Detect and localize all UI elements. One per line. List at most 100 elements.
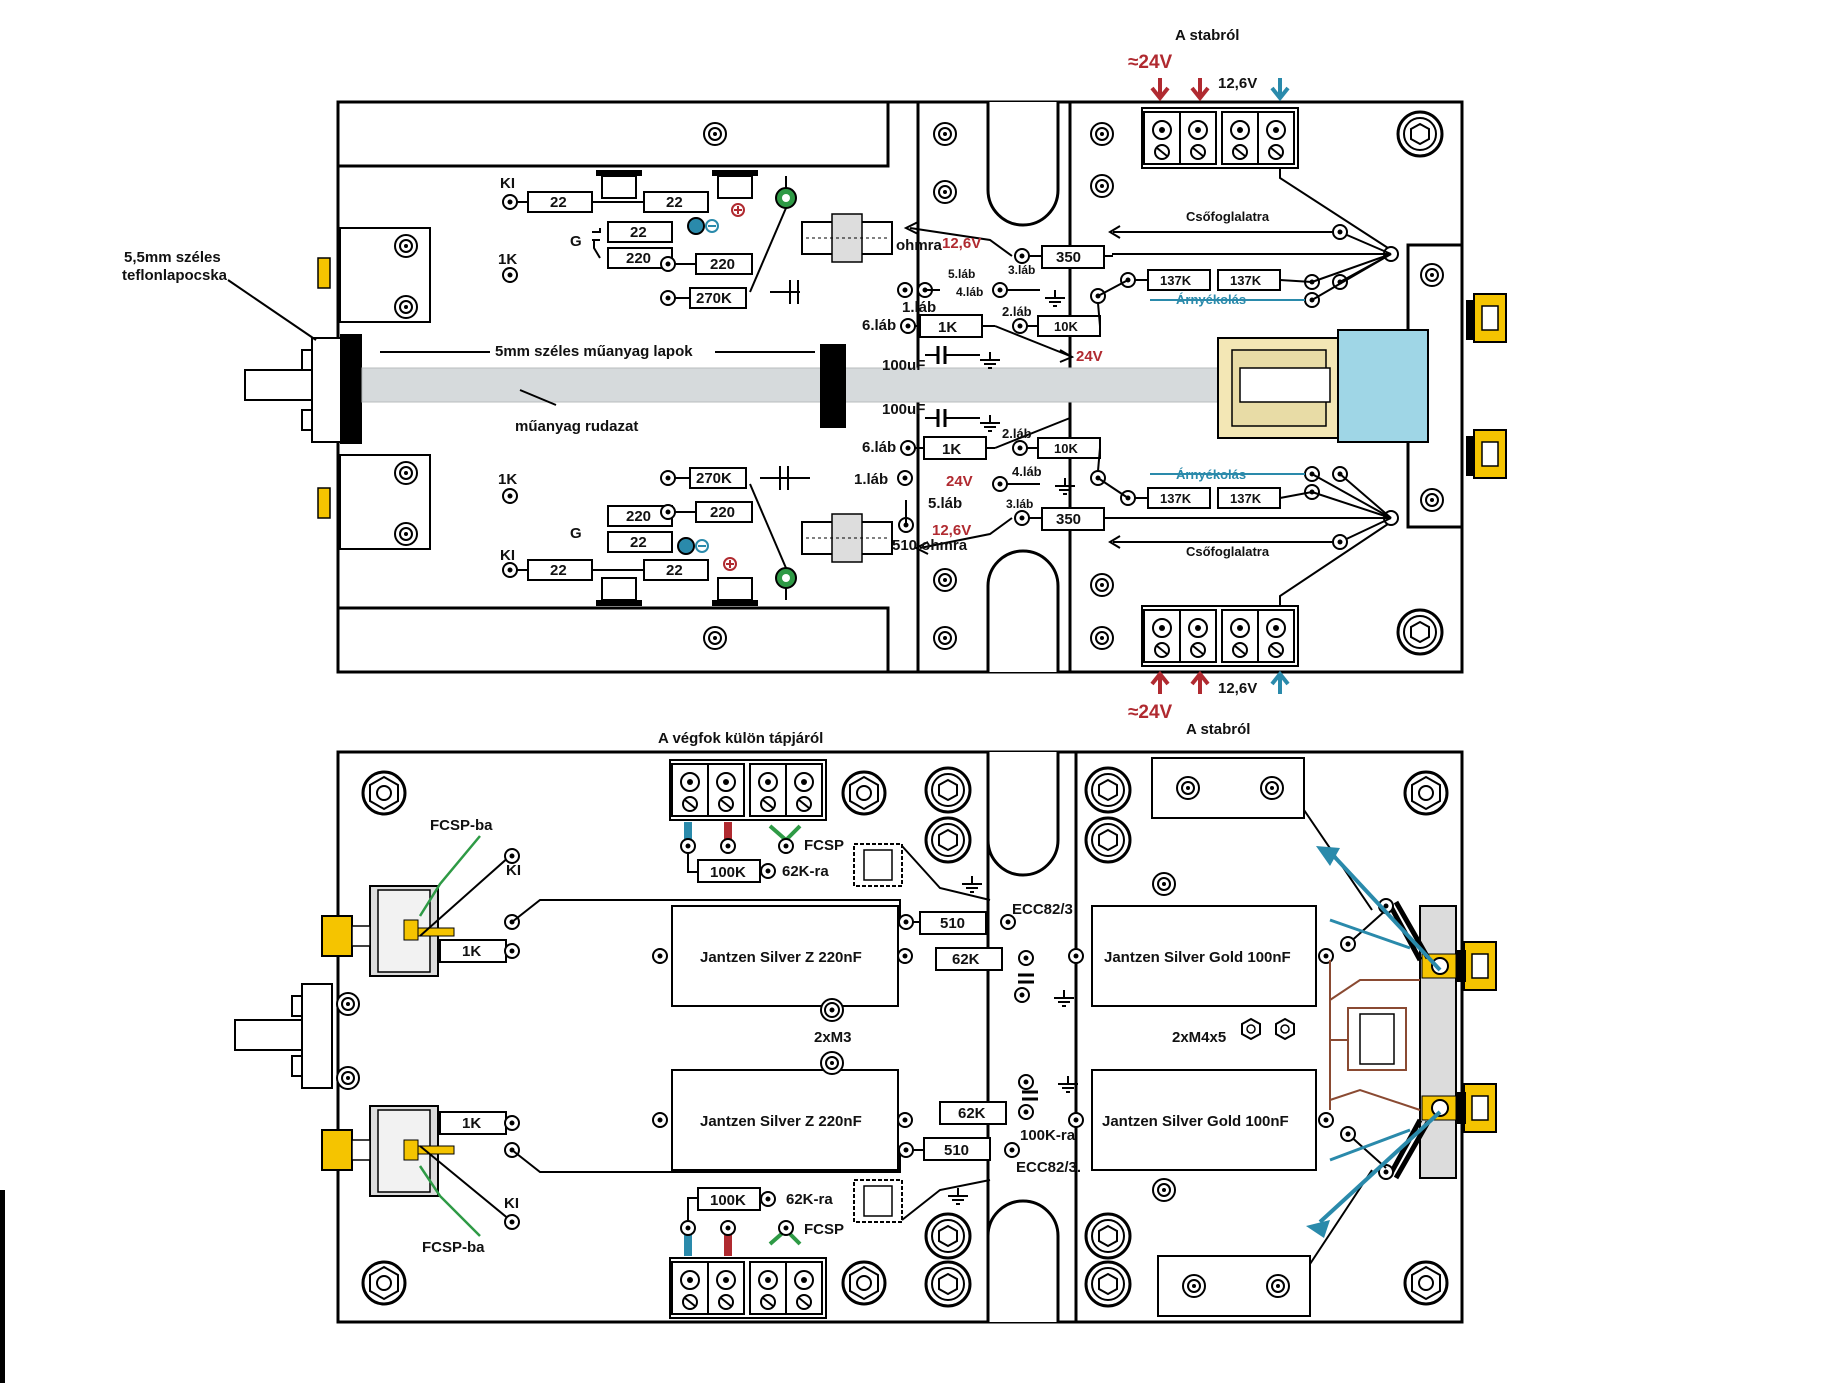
ecc82-top: ECC82/3	[1012, 901, 1073, 918]
lab3-top: 3.láb	[1008, 263, 1035, 277]
g-label-bottom: G	[570, 525, 582, 542]
cap-silver-gold-top: Jantzen Silver Gold 100nF	[1104, 949, 1291, 966]
v24-label-top: ≈24V	[1128, 52, 1173, 73]
resistor-137k-1: 137K	[1160, 273, 1192, 288]
resistor-220-a: 220	[626, 250, 651, 267]
v24-red-bottom: 24V	[946, 473, 973, 490]
resistor-62k-top: 62K	[952, 951, 980, 968]
teflon-label-line2: teflonlapocska	[122, 267, 228, 284]
bottom-terminal-strip-top	[669, 759, 827, 821]
csofoglalat-label-top: Csőfoglalatra	[1186, 209, 1270, 224]
ohm-label-bottom: 510 ohmra	[892, 537, 968, 554]
transistor-top-right	[712, 170, 758, 199]
resistor-1k-top: 1K	[938, 319, 957, 336]
cap-silver-z-top: Jantzen Silver Z 220nF	[700, 949, 862, 966]
top-board	[227, 78, 1507, 694]
fcsp-label-top: FCSP	[804, 837, 844, 854]
resistor-350-bottom: 350	[1056, 511, 1081, 528]
resistor-10k-bottom: 10K	[1054, 441, 1078, 456]
resistor-22-d: 22	[550, 562, 567, 579]
resistor-1k-b-bottom: 1K	[462, 1115, 481, 1132]
v126-red-bottom: 12,6V	[932, 522, 971, 539]
terminal-strip-top	[1141, 107, 1299, 169]
lab6-top: 6.láb	[862, 317, 896, 334]
lab4-bottom: 4.láb	[1012, 464, 1042, 479]
plastic-rods-label: műanyag rudazat	[515, 418, 638, 435]
terminal-strip-bottom	[1141, 605, 1299, 667]
cap-100uf-top: 100uF	[882, 357, 925, 374]
fcsp-label-bottom: FCSP	[804, 1221, 844, 1238]
ki-label-b-bottom: KI	[504, 1195, 519, 1212]
g-label-top: G	[570, 233, 582, 250]
arnyekolas-label-top: Árnyékolás	[1176, 292, 1246, 307]
fcsp-ba-bottom: FCSP-ba	[422, 1239, 485, 1256]
stab-label-top: A stabról	[1175, 27, 1239, 44]
cap-silver-z-bottom: Jantzen Silver Z 220nF	[700, 1113, 862, 1130]
resistor-1k-bottom: 1K	[942, 441, 961, 458]
resistor-10k-top: 10K	[1054, 319, 1078, 334]
tube-socket-top	[801, 213, 893, 263]
resistor-137k-2: 137K	[1230, 273, 1262, 288]
ki-label-b-top: KI	[506, 862, 521, 879]
lab2-top: 2.láb	[1002, 304, 1032, 319]
cap-silver-gold-bottom: Jantzen Silver Gold 100nF	[1102, 1113, 1289, 1130]
resistor-22-e: 22	[666, 562, 683, 579]
resistor-22-a: 22	[550, 194, 567, 211]
lab5-bottom: 5.láb	[928, 495, 962, 512]
resistor-1k-b-top: 1K	[462, 943, 481, 960]
resistor-510-bottom: 510	[944, 1142, 969, 1159]
cap-100uf-bottom: 100uF	[882, 401, 925, 418]
v126-label-bottom: 12,6V	[1218, 680, 1257, 697]
v24-label-bottom: ≈24V	[1128, 702, 1173, 723]
bottom-board	[0, 750, 1497, 1383]
teflon-label-line1: 5,5mm széles	[124, 249, 221, 266]
resistor-270k-bottom: 270K	[696, 470, 732, 487]
arnyekolas-label-bottom: Árnyékolás	[1176, 467, 1246, 482]
lab4-top: 4.láb	[956, 285, 983, 299]
lab1-bottom: 1.láb	[854, 471, 888, 488]
resistor-137k-4: 137K	[1230, 491, 1262, 506]
transistor-bottom-left	[596, 577, 642, 606]
resistor-22-b: 22	[666, 194, 683, 211]
v24-red-top: 24V	[1076, 348, 1103, 365]
resistor-100k-b-top: 100K	[710, 864, 746, 881]
plastic-plates-label: 5mm széles műanyag lapok	[495, 343, 693, 360]
lab3-bottom: 3.láb	[1006, 497, 1033, 511]
1k-label-bottom: 1K	[498, 471, 517, 488]
m4-screws-label: 2xM4x5	[1172, 1029, 1226, 1046]
ecc82-bottom: ECC82/3.	[1016, 1159, 1081, 1176]
lab1-top: 1.láb	[902, 299, 936, 316]
lab5-top: 5.láb	[948, 267, 975, 281]
to-62k-top: 62K-ra	[782, 863, 829, 880]
v126-red-top: 12,6V	[942, 235, 981, 252]
tube-socket-bottom	[801, 513, 893, 563]
csofoglalat-label-bottom: Csőfoglalatra	[1186, 544, 1270, 559]
resistor-22-c: 22	[630, 224, 647, 241]
to-62k-bottom: 62K-ra	[786, 1191, 833, 1208]
ki-label-top: KI	[500, 175, 515, 192]
resistor-22-f: 22	[630, 534, 647, 551]
supply-label: A végfok külön tápjáról	[658, 730, 823, 747]
resistor-270k-top: 270K	[696, 290, 732, 307]
resistor-220-b: 220	[710, 256, 735, 273]
bottom-terminal-strip-bottom	[669, 1257, 827, 1319]
ki-label-bottom: KI	[500, 547, 515, 564]
transistor-bottom-right	[712, 577, 758, 606]
to-100k-label: 100K-ra	[1020, 1127, 1076, 1144]
fcsp-ba-top: FCSP-ba	[430, 817, 493, 834]
lab6-bottom: 6.láb	[862, 439, 896, 456]
resistor-510-top: 510	[940, 915, 965, 932]
resistor-220-c: 220	[626, 508, 651, 525]
1k-label-top: 1K	[498, 251, 517, 268]
ohm-label-top: ohmra	[896, 237, 943, 254]
stab-label-bottom: A stabról	[1186, 721, 1250, 738]
transistor-top-left	[596, 170, 642, 199]
resistor-350-top: 350	[1056, 249, 1081, 266]
resistor-137k-3: 137K	[1160, 491, 1192, 506]
resistor-220-d: 220	[710, 504, 735, 521]
resistor-62k-bottom: 62K	[958, 1105, 986, 1122]
resistor-100k-b-bottom: 100K	[710, 1192, 746, 1209]
lab2-bottom: 2.láb	[1002, 426, 1032, 441]
v126-label-top: 12,6V	[1218, 75, 1257, 92]
